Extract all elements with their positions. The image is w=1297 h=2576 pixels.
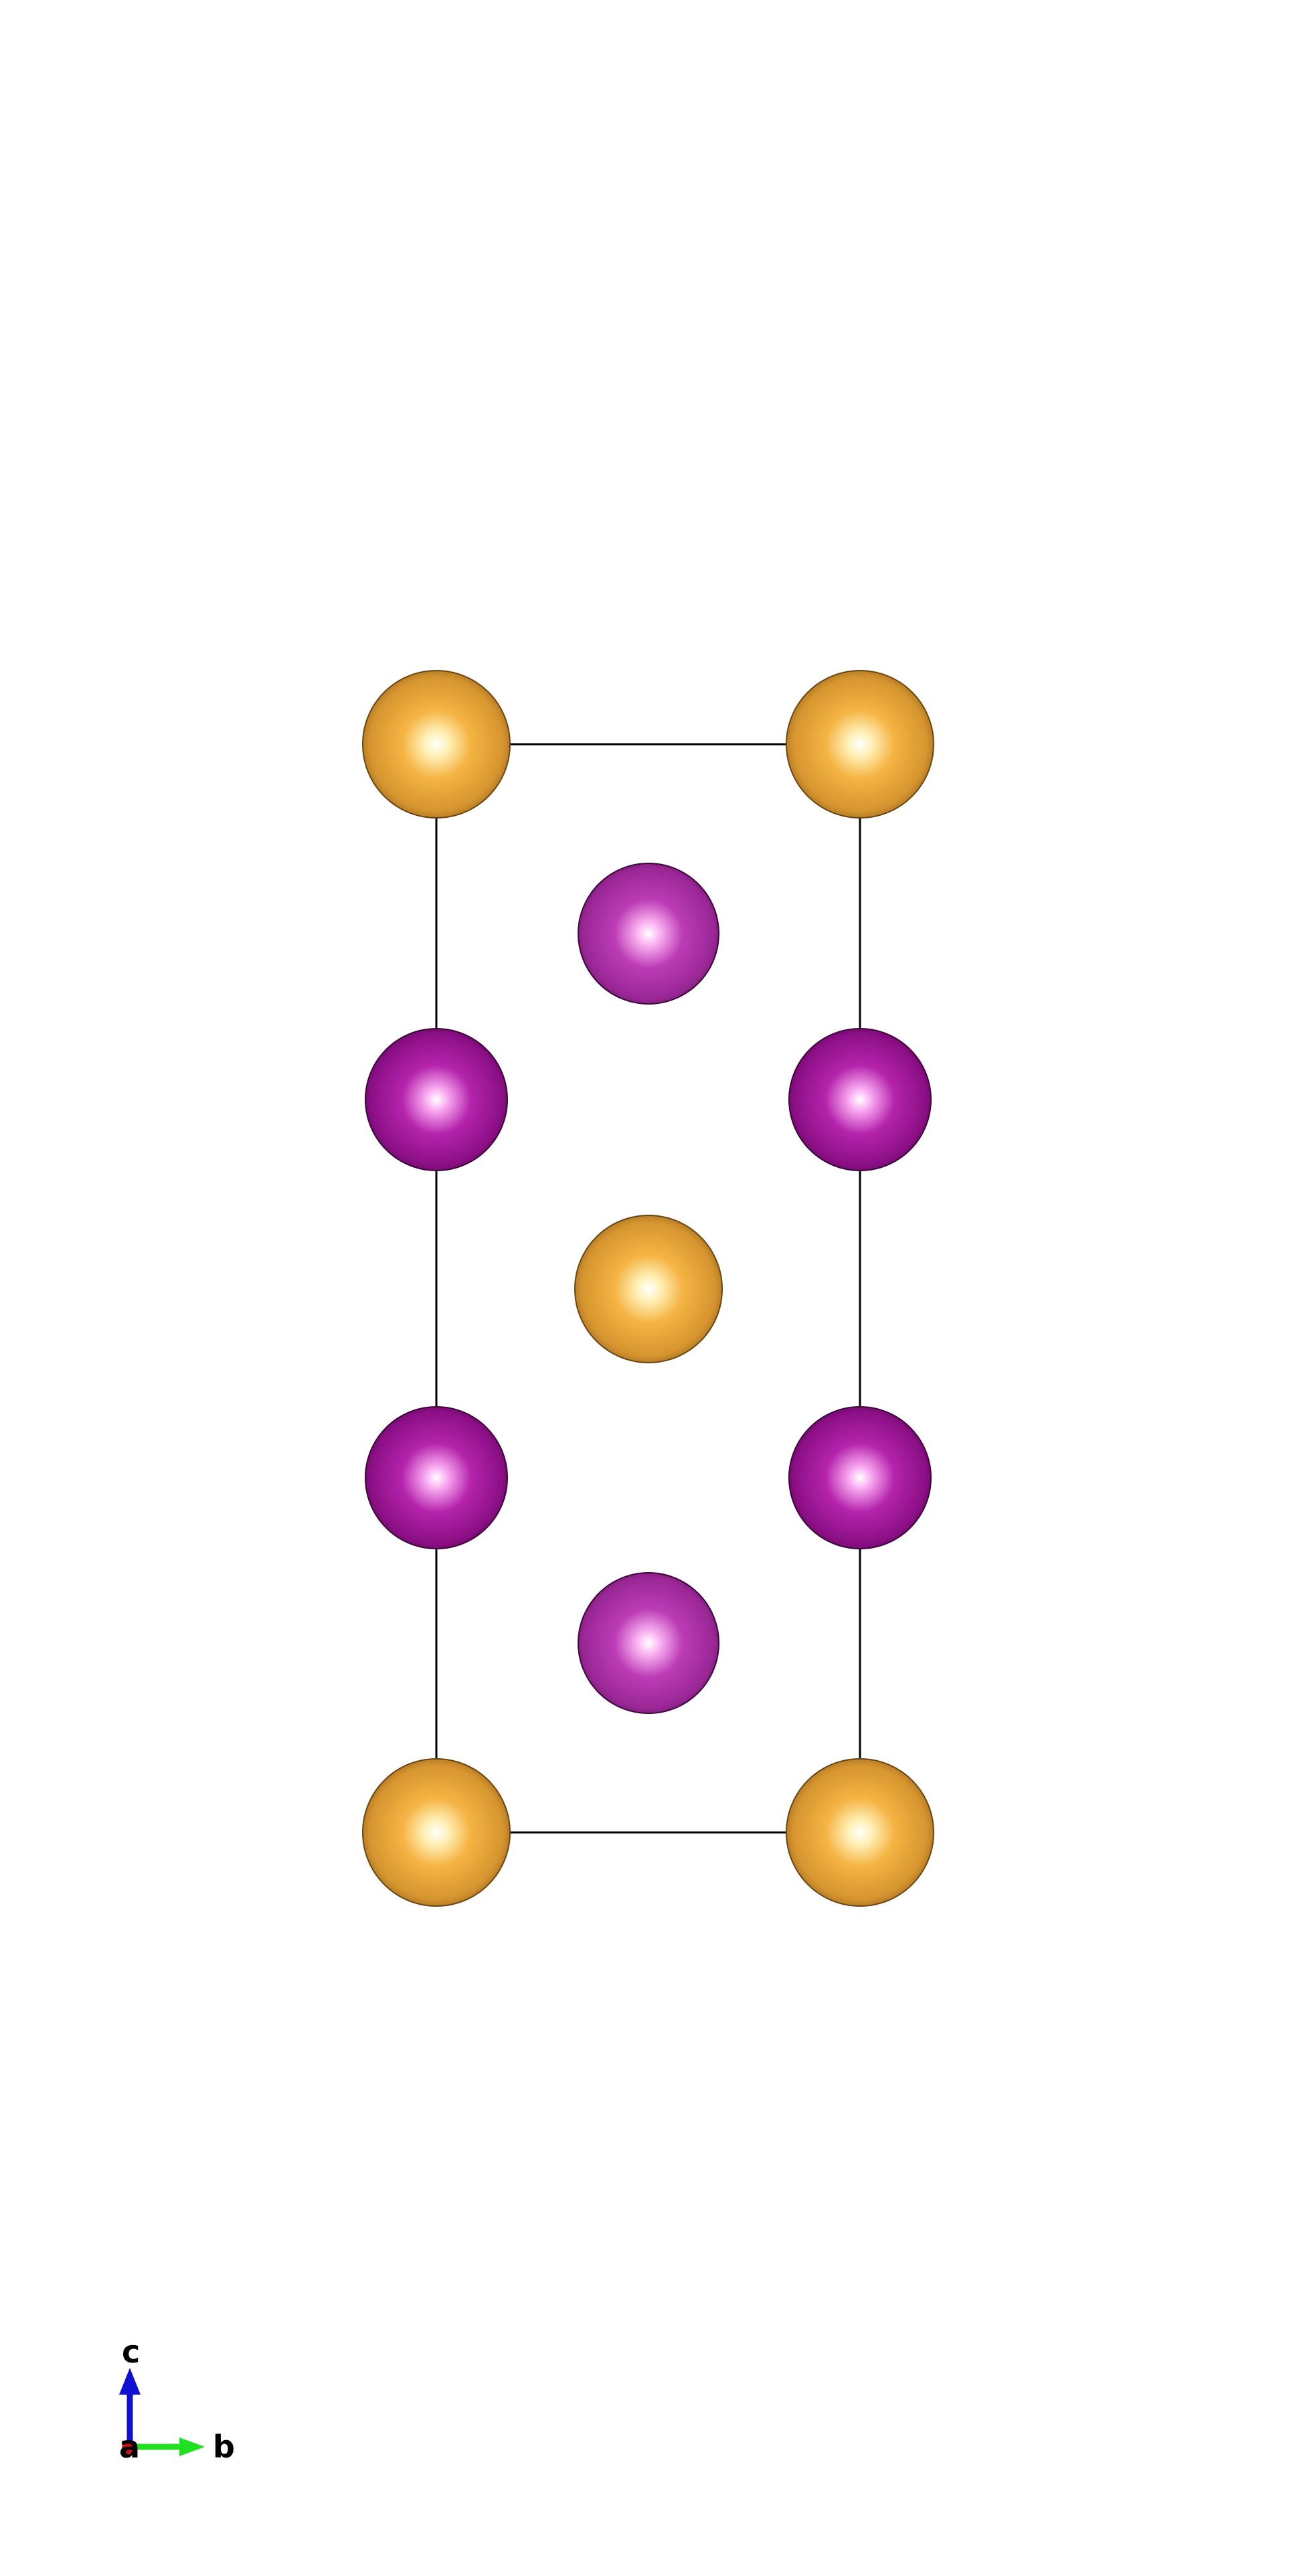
c-axis-label: c bbox=[122, 2334, 140, 2370]
gold-atom-bottom-right[interactable] bbox=[786, 1758, 934, 1907]
magenta-atom-lower-left[interactable] bbox=[365, 1406, 508, 1549]
b-axis-label: b bbox=[213, 2429, 235, 2465]
atoms bbox=[362, 670, 934, 1907]
magenta-atom-upper-left[interactable] bbox=[365, 1028, 508, 1171]
b-axis-arrow-head bbox=[179, 2437, 205, 2456]
magenta-atom-lower-center[interactable] bbox=[578, 1572, 719, 1714]
magenta-atom-lower-right[interactable] bbox=[788, 1406, 932, 1549]
axes-indicator: c a b bbox=[119, 2334, 235, 2465]
gold-atom-bottom-left[interactable] bbox=[362, 1758, 511, 1907]
gold-atom-top-right[interactable] bbox=[786, 670, 934, 819]
gold-atom-top-left[interactable] bbox=[362, 670, 511, 819]
gold-atom-center[interactable] bbox=[574, 1215, 723, 1363]
magenta-atom-upper-center[interactable] bbox=[578, 863, 719, 1005]
magenta-atom-upper-right[interactable] bbox=[788, 1028, 932, 1171]
a-axis-dot bbox=[122, 2442, 134, 2454]
a-axis-label: a bbox=[119, 2429, 140, 2465]
c-axis-arrow-head bbox=[119, 2368, 141, 2395]
